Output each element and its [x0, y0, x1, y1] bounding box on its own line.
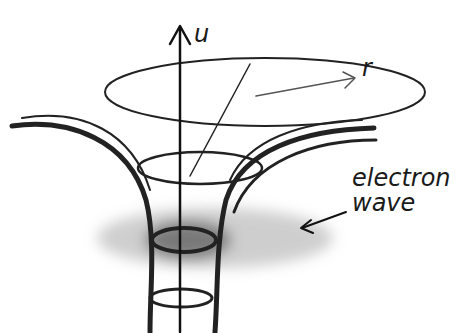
axis-label: u [194, 22, 209, 47]
arrowhead [170, 26, 190, 44]
axes [170, 26, 355, 332]
arrowhead [301, 220, 313, 233]
axis-label: r [362, 56, 372, 81]
electron-cloud [97, 208, 333, 268]
axis-label-box: r [362, 56, 372, 81]
callout-label: electron wave [352, 166, 460, 216]
axis-label-box: u [194, 22, 209, 47]
arrowhead [343, 72, 355, 88]
callout-label-box: electron wave [352, 166, 460, 216]
r-axis [256, 78, 354, 96]
leader-line [302, 212, 346, 228]
u-axis [179, 28, 182, 332]
